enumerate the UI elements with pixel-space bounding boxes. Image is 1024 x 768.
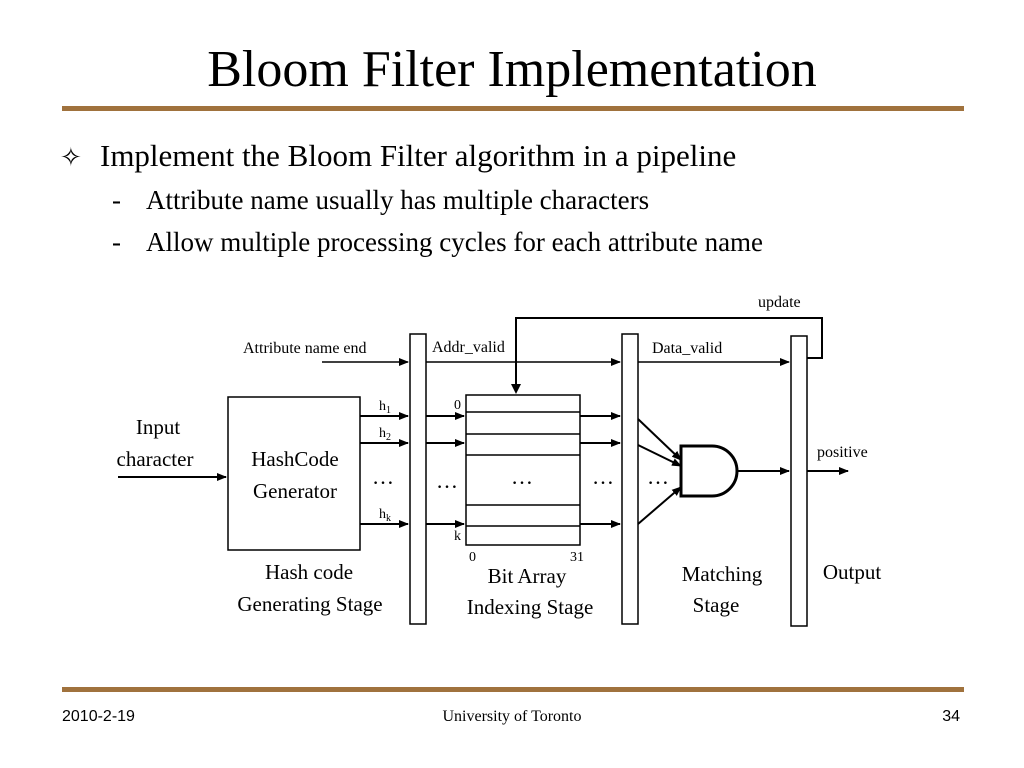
and-input-2 [637,444,682,467]
hashcode-label-line2: Generator [253,479,337,503]
and-input-k [637,486,682,525]
stage-hash-line1: Hash code [265,560,353,584]
update-label: update [758,294,801,311]
page-number: 34 [942,708,960,725]
input-label-line2: character [117,447,194,471]
stage-bit-line2: Indexing Stage [467,595,594,619]
sub-bullet-2-text: Allow multiple processing cycles for eac… [146,227,764,257]
ellipsis-match: … [647,464,669,489]
data-valid-label: Data_valid [652,340,722,357]
title-rule [62,106,964,111]
h2-label: h2 [379,426,391,443]
and-input-1 [637,418,682,461]
dash-bullet-icon: - [112,227,121,257]
index-0-label: 0 [454,398,461,413]
input-label-line1: Input [136,415,180,439]
stage-match-line2: Stage [693,593,740,617]
sub-bullet-1: -Attribute name usually has multiple cha… [112,183,649,217]
index-k-label: k [454,529,461,544]
footer-date: 2010-2-19 [62,708,135,725]
ellipsis-hash: … [372,464,394,489]
bit-array [465,394,581,546]
column-31-label: 31 [570,550,584,565]
attribute-name-end-label: Attribute name end [243,340,367,357]
dash-bullet-icon: - [112,185,121,215]
ellipsis-register: … [436,468,458,493]
stage-hash-line2: Generating Stage [237,592,382,616]
positive-label: positive [817,444,868,461]
ellipsis-bit-array: … [511,464,533,489]
hashcode-generator-box [227,396,361,551]
column-0-label: 0 [469,550,476,565]
stage-match-line1: Matching [682,562,763,586]
output-register [790,335,808,627]
hash-stage-register [409,333,427,625]
update-feedback-loop [515,317,823,388]
ellipsis-index-out: … [592,464,614,489]
hashcode-label-line1: HashCode [251,447,339,471]
addr-valid-label: Addr_valid [432,339,505,356]
index-stage-register [621,333,639,625]
stage-output: Output [823,560,882,584]
footer-rule [62,687,964,692]
footer-organization: University of Toronto [442,708,582,725]
slide-title: Bloom Filter Implementation [207,41,817,98]
diamond-bullet-icon: ✧ [60,143,82,172]
hk-label: hk [379,507,391,524]
h1-label: h1 [379,399,391,416]
stage-bit-line1: Bit Array [488,564,567,588]
main-bullet: ✧ Implement the Bloom Filter algorithm in… [60,136,736,178]
sub-bullet-2: -Allow multiple processing cycles for ea… [112,225,763,259]
main-bullet-text: Implement the Bloom Filter algorithm in … [100,138,737,173]
sub-bullet-1-text: Attribute name usually has multiple char… [146,185,650,215]
and-gate [679,444,739,498]
